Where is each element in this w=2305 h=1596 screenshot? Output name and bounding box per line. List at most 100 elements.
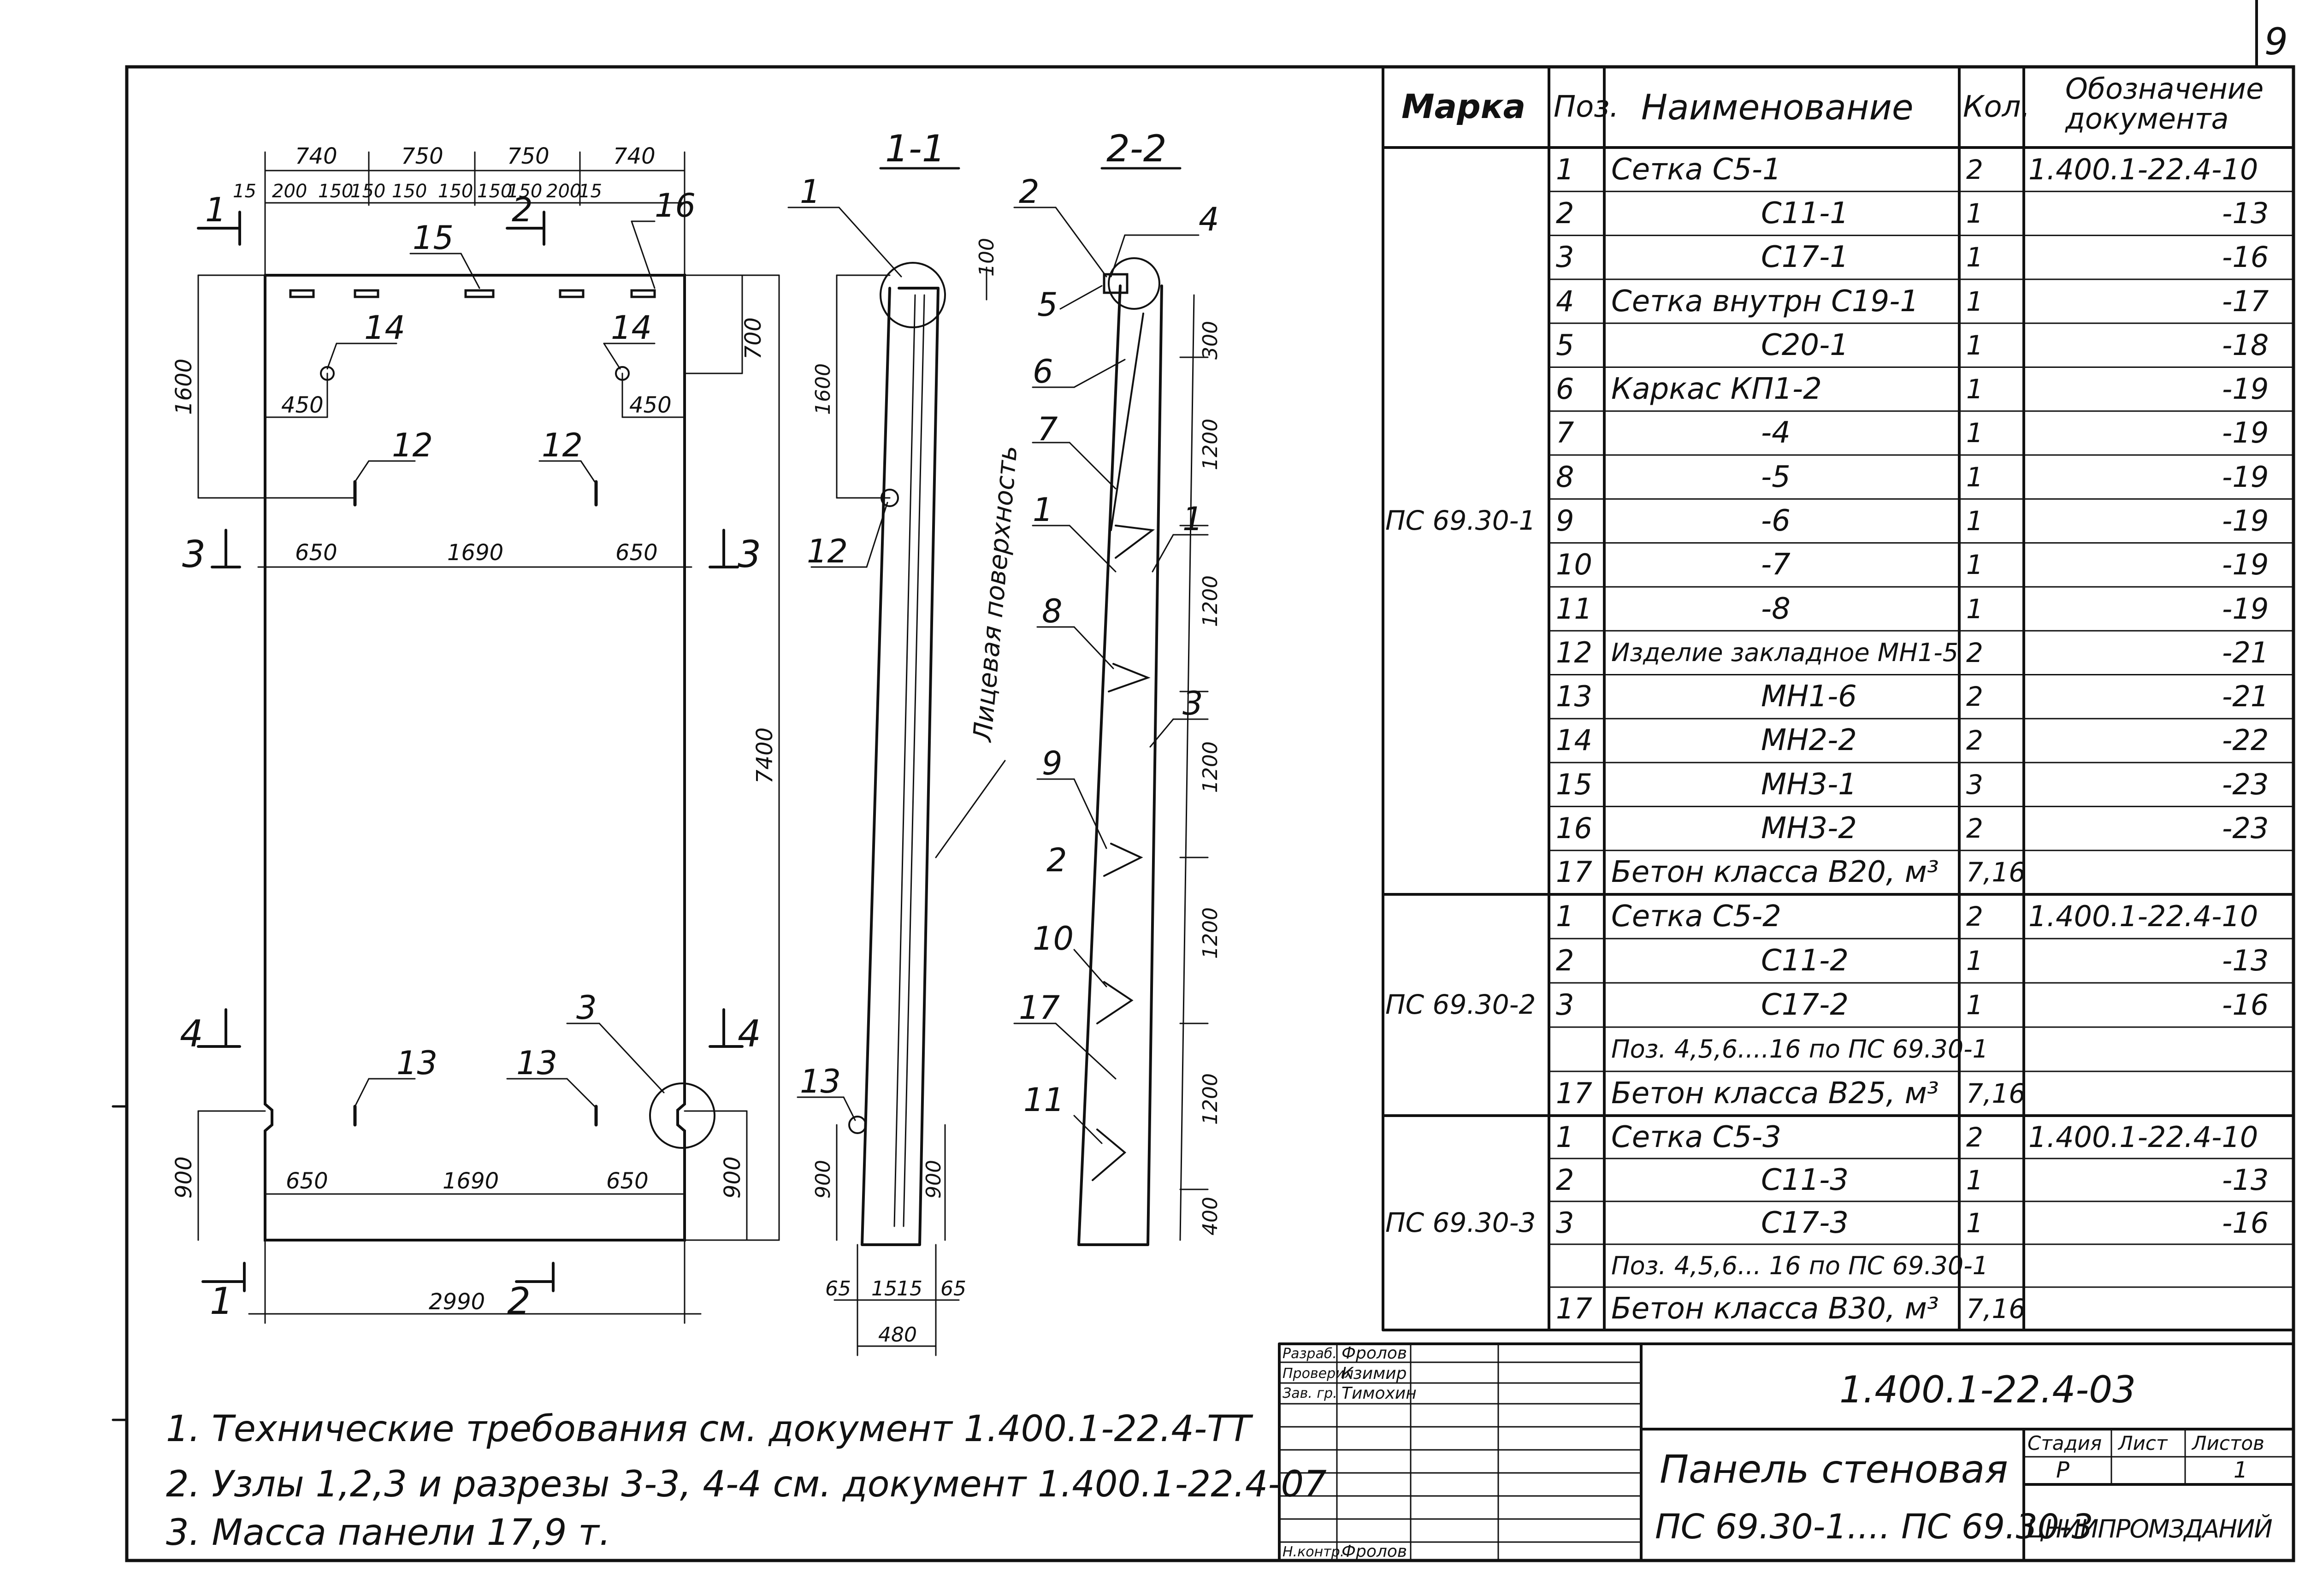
row-doc: -22 bbox=[2222, 723, 2269, 757]
stage-value: Р bbox=[2056, 1457, 2069, 1483]
section-mark-3b: 3 bbox=[738, 533, 761, 576]
group-mark: ПС 69.30-1 bbox=[1385, 505, 1536, 536]
callout-section-2-2: 11 bbox=[1023, 1081, 1064, 1119]
dim-top-sub: 150 bbox=[350, 181, 385, 202]
row-qty: 7,16 bbox=[1966, 857, 2026, 888]
dim-panel: 650 bbox=[286, 1168, 328, 1194]
row-name: -8 bbox=[1761, 591, 1791, 626]
section-1-1-dims bbox=[787, 207, 1006, 1356]
row-doc: -16 bbox=[2222, 1206, 2269, 1240]
callout-panel: 3 bbox=[576, 989, 597, 1027]
dim-panel: 1600 bbox=[171, 359, 197, 415]
row-pos: 9 bbox=[1556, 504, 1574, 538]
dim-section-2-2: 1200 bbox=[1199, 1073, 1222, 1125]
header-qty: Кол. bbox=[1963, 90, 2030, 124]
stage-label: Стадия bbox=[2027, 1432, 2102, 1454]
dim-section-1-1: 900 bbox=[922, 1160, 946, 1199]
row-name: -6 bbox=[1761, 504, 1791, 538]
row-pos: 13 bbox=[1556, 680, 1592, 714]
row-name: Бетон класса В25, м³ bbox=[1611, 1076, 1939, 1111]
row-pos: 11 bbox=[1556, 591, 1592, 626]
row-doc: -21 bbox=[2222, 635, 2269, 669]
row-doc: -19 bbox=[2222, 460, 2269, 494]
dim-top-sub: 150 bbox=[438, 181, 473, 202]
sheet-label: Лист bbox=[2118, 1432, 2168, 1454]
row-pos: 17 bbox=[1556, 1076, 1592, 1110]
dim-panel: 650 bbox=[606, 1168, 649, 1194]
section-mark-1a: 1 bbox=[205, 190, 226, 229]
dim-section-1-1: 65 bbox=[940, 1277, 966, 1300]
callout-section-2-2: 17 bbox=[1019, 989, 1060, 1027]
row-qty: 1 bbox=[1966, 945, 1983, 976]
row-qty: 1 bbox=[1966, 285, 1983, 317]
row-name: Сетка С5-2 bbox=[1611, 899, 1781, 934]
sig-role-1: Разраб. bbox=[1283, 1346, 1337, 1362]
section-2-2-title: 2-2 bbox=[1106, 127, 1167, 170]
row-qty: 1 bbox=[1966, 593, 1983, 625]
row-doc: 1.400.1-22.4-10 bbox=[2028, 152, 2258, 186]
section-1-1 bbox=[848, 262, 946, 1246]
row-pos: 1 bbox=[1556, 899, 1574, 933]
row-qty: 2 bbox=[1966, 901, 1983, 932]
panel-elevation bbox=[264, 274, 715, 1241]
row-pos: 3 bbox=[1556, 240, 1574, 274]
row-pos: 15 bbox=[1556, 767, 1592, 801]
callout-panel: 14 bbox=[364, 309, 405, 347]
face-label: Лицевая поверхность bbox=[968, 444, 1023, 744]
section-mark-2a: 2 bbox=[512, 190, 533, 229]
section-marks bbox=[197, 211, 744, 1292]
row-name: МН2-2 bbox=[1761, 723, 1857, 758]
sheets-value: 1 bbox=[2234, 1457, 2248, 1483]
dim-section-1-1: 900 bbox=[811, 1160, 835, 1199]
dim-top-sub: 150 bbox=[318, 181, 353, 202]
callout-panel: 12 bbox=[542, 426, 583, 464]
callout-section-2-2: 6 bbox=[1033, 353, 1053, 390]
row-doc: -13 bbox=[2222, 944, 2269, 977]
dim-section-1-1: 1600 bbox=[811, 363, 835, 415]
dim-panel: 450 bbox=[281, 392, 324, 418]
sig-name-3: Тимохин bbox=[1342, 1384, 1417, 1403]
dim-section-1-1: 480 bbox=[878, 1323, 917, 1347]
dim-top-sub: 200 bbox=[272, 181, 307, 202]
dim-top: 740 bbox=[613, 143, 656, 169]
callout-section-1-1: 13 bbox=[800, 1063, 841, 1100]
dim-section-1-1: 15 bbox=[897, 1277, 922, 1300]
row-doc: -21 bbox=[2222, 680, 2269, 714]
sheet-number: 9 bbox=[2264, 20, 2288, 63]
row-qty: 1 bbox=[1966, 373, 1983, 405]
callout-section-2-2: 1 bbox=[1182, 500, 1203, 538]
row-qty: 1 bbox=[1966, 1164, 1983, 1196]
title-line-2: ПС 69.30-1.... ПС 69.30-3 bbox=[1655, 1507, 2093, 1547]
row-doc: -17 bbox=[2222, 284, 2269, 318]
note-3: 3. Масса панели 17,9 т. bbox=[166, 1512, 611, 1554]
callout-section-1-1: 12 bbox=[807, 532, 848, 570]
row-qty: 1 bbox=[1966, 989, 1983, 1021]
row-doc: -19 bbox=[2222, 504, 2269, 538]
row-pos: 3 bbox=[1556, 1206, 1574, 1240]
header-mark: Марка bbox=[1401, 87, 1526, 126]
dim-section-2-2: 1200 bbox=[1199, 419, 1222, 470]
title-block-rows bbox=[1278, 1361, 1642, 1543]
row-doc: -19 bbox=[2222, 416, 2269, 450]
row-pos: 8 bbox=[1556, 460, 1574, 494]
callout-section-2-2: 3 bbox=[1182, 685, 1203, 722]
row-qty: 1 bbox=[1966, 505, 1983, 537]
row-name: С11-1 bbox=[1761, 196, 1849, 231]
dim-top-sub: 150 bbox=[392, 181, 427, 202]
row-name: МН3-2 bbox=[1761, 811, 1857, 846]
row-name: -5 bbox=[1761, 460, 1791, 494]
dim-panel: 450 bbox=[629, 392, 672, 418]
spec-table-row-lines bbox=[1548, 190, 2294, 1288]
drawing-texts: 1-1 2-2 Лицевая поверхность 1 2 3 3 4 4 … bbox=[180, 127, 1182, 1323]
row-pos: 2 bbox=[1556, 196, 1574, 230]
dim-section-2-2: 400 bbox=[1199, 1197, 1222, 1235]
dim-section-1-1: 65 bbox=[825, 1277, 851, 1300]
row-doc: -23 bbox=[2222, 767, 2269, 801]
doc-code: 1.400.1-22.4-03 bbox=[1839, 1368, 2136, 1411]
row-pos: 3 bbox=[1556, 988, 1574, 1022]
section-mark-4a: 4 bbox=[180, 1012, 203, 1055]
header-pos: Поз. bbox=[1554, 90, 1619, 124]
row-doc: -18 bbox=[2222, 328, 2269, 362]
section-2-2 bbox=[1077, 257, 1163, 1246]
